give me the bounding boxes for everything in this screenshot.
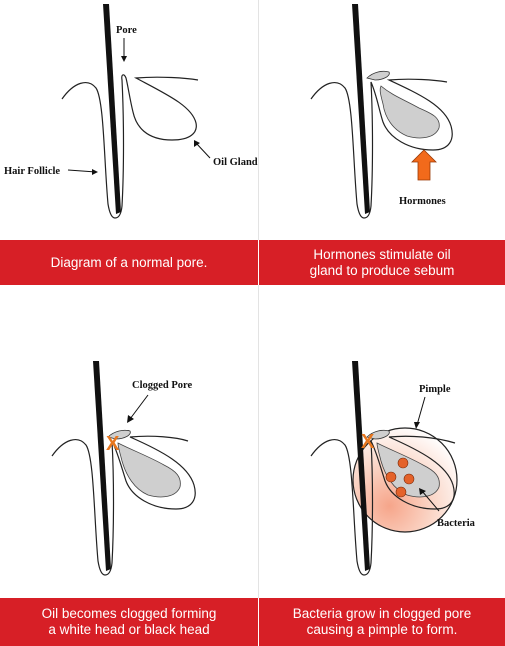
label-hormones: Hormones — [399, 196, 446, 207]
clog-marker-icon: X — [361, 431, 375, 453]
sebum-blob — [379, 85, 440, 139]
panel-divider — [258, 0, 259, 240]
caption-line: Diagram of a normal pore. — [50, 254, 208, 270]
panel-divider — [258, 285, 259, 598]
caption-line: Bacteria grow in clogged pore — [292, 606, 472, 621]
clog-marker-icon: X — [106, 433, 120, 455]
follicle-outline — [310, 78, 453, 219]
pore-cap — [107, 429, 131, 440]
hormones-diagram: Hormones — [310, 4, 453, 219]
caption-line: gland to produce sebum — [309, 262, 455, 278]
label-oil-gland: Oil Gland — [213, 157, 258, 168]
caption-normal-pore: Diagram of a normal pore. — [0, 240, 258, 285]
hair-shaft — [352, 4, 370, 214]
follicle-outline — [310, 435, 456, 576]
bacteria-dot — [403, 473, 415, 485]
follicle-outline — [51, 435, 196, 576]
clogged-pore-diagram: X Clogged Pore — [51, 361, 196, 576]
bacteria-dot — [397, 457, 409, 469]
caption-line: Oil becomes clogged forming — [41, 606, 217, 621]
pimple-diagram: X Pimple Bacteria — [310, 361, 476, 576]
panel-clogged-pore: X Clogged Pore — [0, 285, 258, 598]
pore-cap — [366, 429, 390, 440]
hair-shaft — [103, 4, 121, 214]
follicle-outline — [61, 74, 199, 219]
caption-line: a white head or black head — [48, 622, 210, 637]
hormone-arrow-icon — [411, 149, 437, 181]
caption-line: causing a pimple to form. — [306, 622, 458, 637]
label-clogged-pore: Clogged Pore — [132, 380, 193, 391]
panel-hormones: Hormones — [259, 0, 505, 240]
pore-cap — [366, 70, 390, 81]
sebum-blob — [117, 442, 181, 498]
label-pore: Pore — [116, 25, 137, 36]
label-hair-follicle: Hair Follicle — [4, 166, 60, 177]
caption-line: Hormones stimulate oil — [313, 246, 451, 262]
hair-shaft — [352, 361, 370, 571]
panel-pimple: X Pimple Bacteria — [259, 285, 505, 598]
bacteria-dot — [385, 471, 397, 483]
bacteria-dot — [395, 486, 407, 498]
label-bacteria: Bacteria — [437, 518, 476, 529]
normal-pore-diagram: Pore Hair Follicle Oil Gland — [4, 4, 258, 219]
label-pimple: Pimple — [419, 384, 451, 395]
panel-normal-pore: Pore Hair Follicle Oil Gland — [0, 0, 258, 240]
hair-shaft — [93, 361, 111, 571]
